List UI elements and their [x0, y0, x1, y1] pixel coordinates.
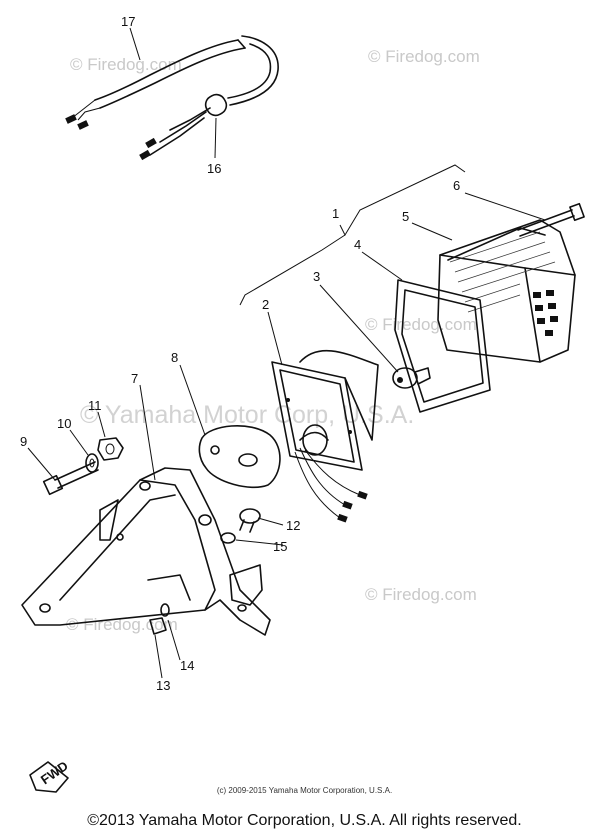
footer-small-copyright: (c) 2009-2015 Yamaha Motor Corporation, … — [216, 786, 393, 795]
watermark-firedog: © Firedog.com — [368, 47, 480, 66]
washer-small — [220, 532, 236, 544]
watermark-firedog: © Firedog.com — [70, 55, 182, 74]
watermark-yamaha: © Yamaha Motor Corp, U.S.A. — [80, 401, 414, 429]
tail-base — [271, 349, 379, 523]
label-part-8: 8 — [171, 350, 178, 365]
grommet-plate — [198, 424, 281, 489]
gasket — [394, 279, 491, 413]
label-part-11: 11 — [88, 398, 102, 413]
label-part-5: 5 — [402, 209, 409, 224]
bulb — [392, 367, 431, 389]
label-part-10: 10 — [57, 416, 71, 431]
screw — [517, 202, 585, 237]
fwd-label: FWD — [38, 758, 71, 787]
label-part-1: 1 — [332, 206, 339, 221]
label-part-7: 7 — [131, 371, 138, 386]
label-part-9: 9 — [20, 434, 27, 449]
watermark-firedog: © Firedog.com — [365, 585, 477, 604]
label-part-14: 14 — [180, 658, 194, 673]
label-part-4: 4 — [354, 237, 361, 252]
label-part-2: 2 — [262, 297, 269, 312]
wire-harness — [65, 35, 279, 161]
label-part-3: 3 — [313, 269, 320, 284]
footer-copyright: ©2013 Yamaha Motor Corporation, U.S.A. A… — [87, 812, 522, 829]
label-part-17: 17 — [121, 14, 135, 29]
label-part-6: 6 — [453, 178, 460, 193]
label-part-15: 15 — [273, 539, 287, 554]
washer — [85, 453, 99, 473]
tail-lens — [437, 219, 576, 363]
label-part-13: 13 — [156, 678, 170, 693]
tail-bracket — [21, 467, 271, 636]
bolt — [42, 461, 99, 496]
label-part-12: 12 — [286, 518, 300, 533]
label-part-16: 16 — [207, 161, 221, 176]
nut — [97, 437, 124, 461]
screw-small — [239, 508, 261, 533]
leader-lines — [27, 27, 546, 679]
nut-small — [149, 617, 167, 635]
watermark-firedog: © Firedog.com — [365, 315, 477, 334]
washer-tiny — [160, 603, 170, 617]
